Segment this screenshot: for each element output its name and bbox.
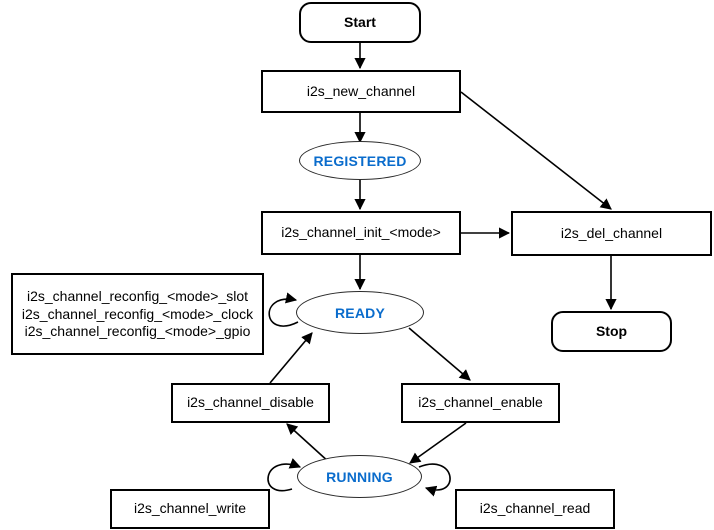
node-i2s-channel-disable[interactable]: i2s_channel_disable [171,383,330,423]
state-ready[interactable]: READY [296,291,424,334]
edge-running-to-channel-disable [286,423,331,464]
edge-running-self-loop-right [418,463,451,497]
node-start[interactable]: Start [299,2,421,43]
node-stop-label: Stop [595,322,628,339]
node-i2s-channel-read[interactable]: i2s_channel_read [455,489,615,529]
node-stop[interactable]: Stop [551,311,672,352]
state-ready-label: READY [334,304,385,321]
node-i2s-channel-write-label: i2s_channel_write [133,500,247,517]
edge-running-self-loop-left [267,458,302,492]
node-i2s-channel-reconfig[interactable]: i2s_channel_reconfig_<mode>_slot i2s_cha… [11,273,264,355]
node-i2s-del-channel[interactable]: i2s_del_channel [511,211,712,256]
node-i2s-channel-write[interactable]: i2s_channel_write [110,489,270,529]
node-i2s-del-channel-label: i2s_del_channel [560,224,663,241]
edge-new-channel-to-del-channel [460,91,612,210]
state-running[interactable]: RUNNING [297,455,422,498]
state-registered[interactable]: REGISTERED [299,141,421,180]
node-i2s-channel-read-label: i2s_channel_read [479,500,591,517]
reconfig-line-clock: i2s_channel_reconfig_<mode>_clock [21,305,254,322]
edge-channel-enable-to-running [409,422,467,464]
node-i2s-channel-enable-label: i2s_channel_enable [418,394,543,411]
node-i2s-new-channel-label: i2s_new_channel [306,82,416,99]
node-i2s-channel-enable[interactable]: i2s_channel_enable [401,383,560,423]
edge-ready-self-loop [268,292,299,327]
node-i2s-new-channel[interactable]: i2s_new_channel [261,70,461,113]
node-i2s-channel-init[interactable]: i2s_channel_init_<mode> [261,211,461,255]
edge-ready-to-channel-enable [408,327,471,381]
node-i2s-channel-init-label: i2s_channel_init_<mode> [281,224,441,241]
state-registered-label: REGISTERED [313,152,407,169]
state-running-label: RUNNING [326,468,393,485]
reconfig-line-slot: i2s_channel_reconfig_<mode>_slot [26,288,249,304]
node-i2s-channel-disable-label: i2s_channel_disable [187,394,314,411]
edge-channel-disable-to-ready [269,332,313,384]
node-start-label: Start [344,13,376,30]
reconfig-line-gpio: i2s_channel_reconfig_<mode>_gpio [24,323,251,339]
